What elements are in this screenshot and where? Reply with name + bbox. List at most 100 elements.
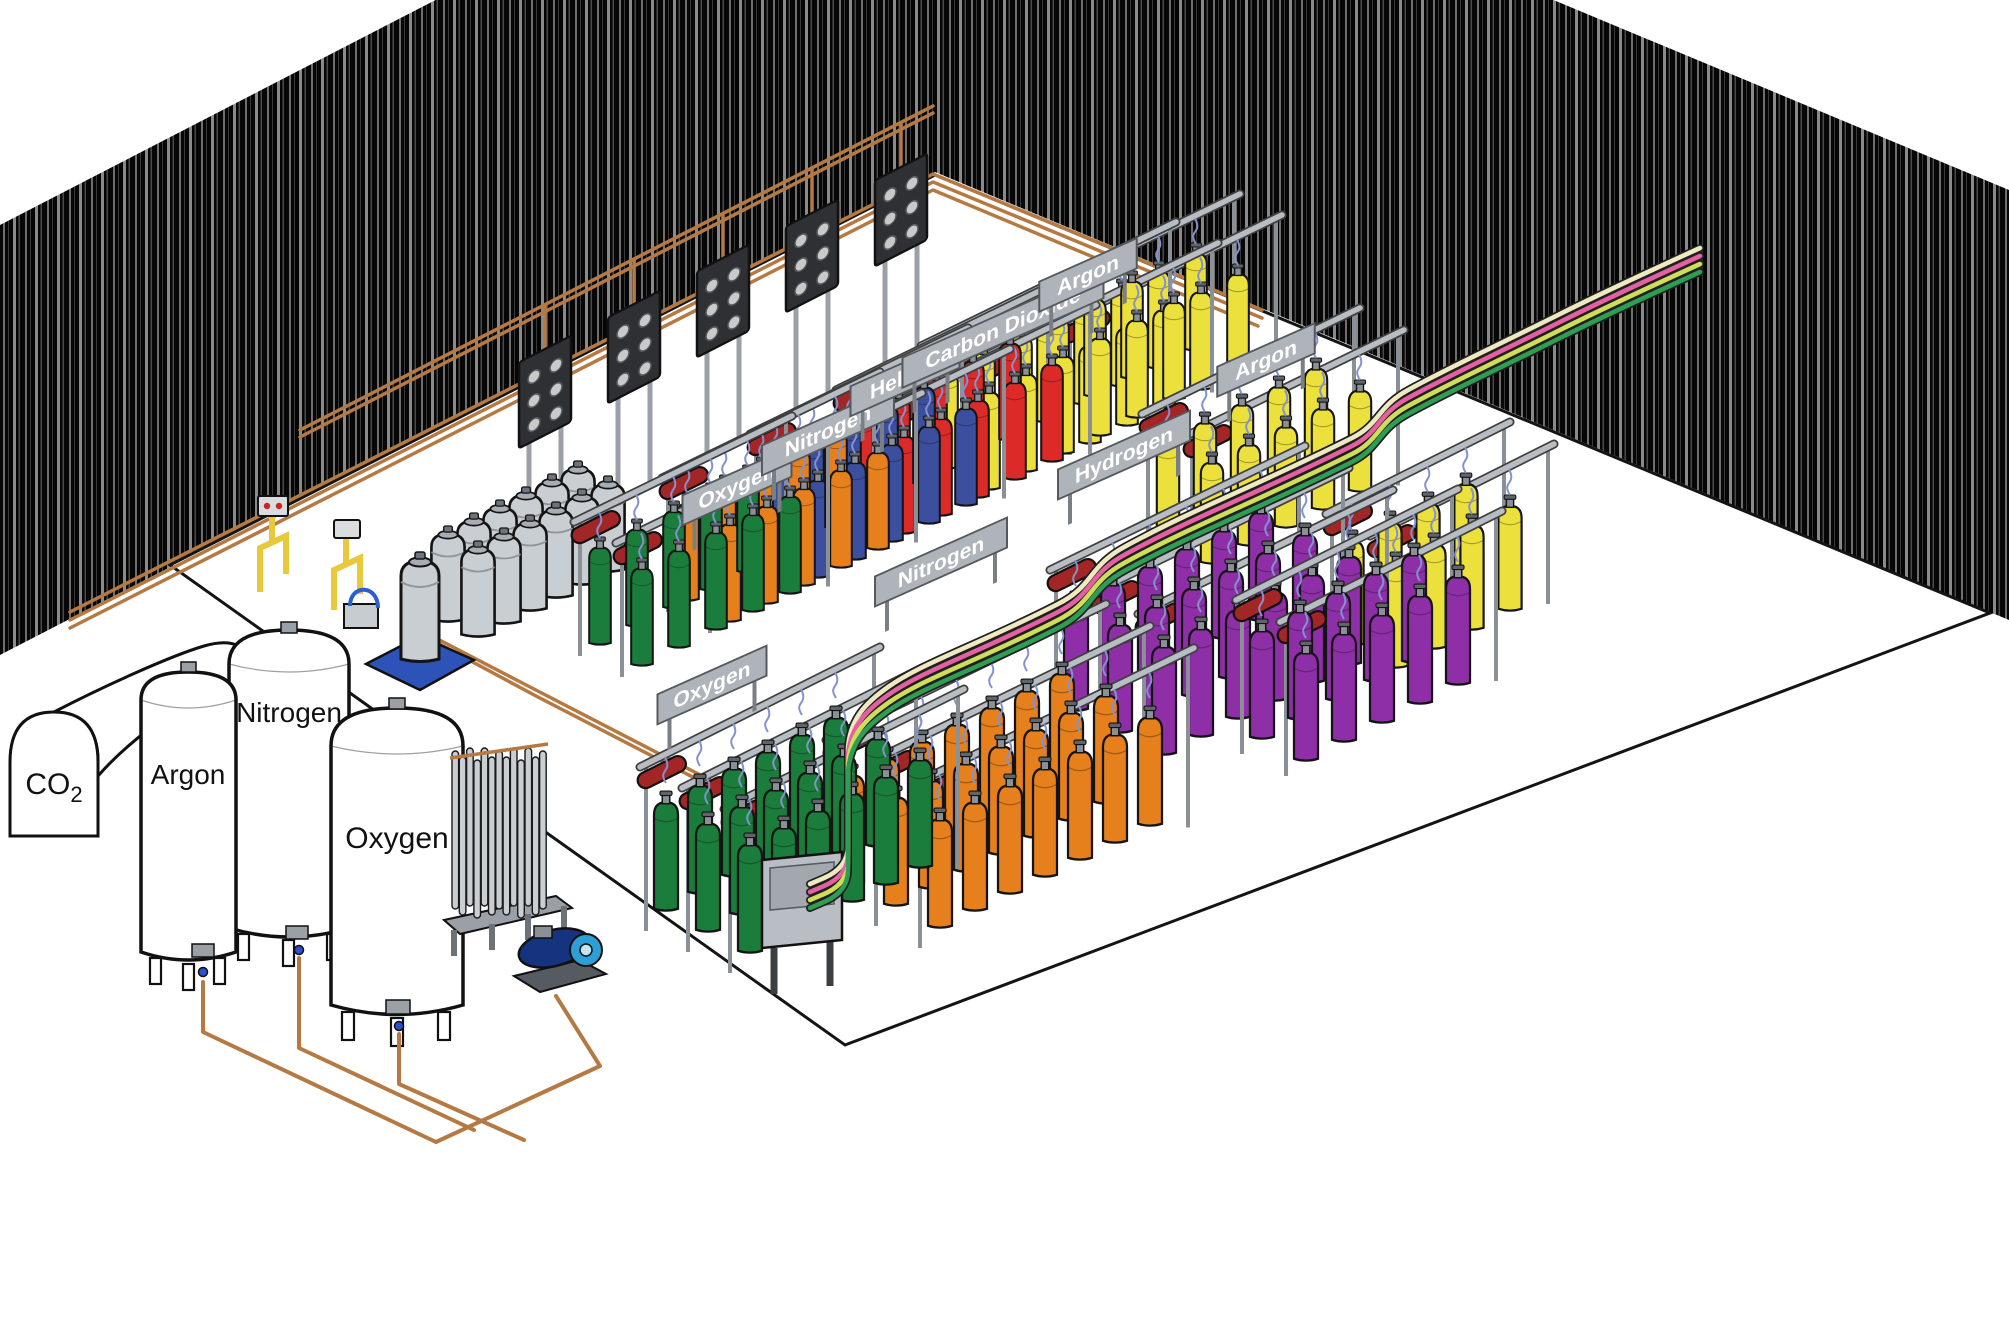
pigtail-hose bbox=[1356, 353, 1363, 381]
gas-tube bbox=[509, 747, 518, 907]
pigtail-hose bbox=[1308, 531, 1315, 559]
pigtail-hose bbox=[1197, 256, 1204, 284]
gas-cylinder bbox=[1187, 615, 1215, 738]
pigtail-hose bbox=[662, 756, 669, 784]
pigtail-hose bbox=[596, 511, 603, 539]
pigtail-hose bbox=[1264, 509, 1271, 537]
pigtail-hose bbox=[1111, 688, 1118, 716]
pigtail-hose bbox=[1506, 468, 1513, 496]
gas-tube bbox=[531, 756, 540, 916]
pigtail-hose bbox=[927, 734, 934, 762]
manifold-panel bbox=[784, 199, 840, 414]
pigtail-hose bbox=[936, 773, 943, 801]
pigtail-hose bbox=[1023, 644, 1030, 672]
gas-cylinder bbox=[630, 556, 654, 667]
manifold-header bbox=[570, 509, 621, 545]
pigtail-hose bbox=[721, 449, 728, 477]
gas-tube bbox=[473, 759, 482, 919]
pigtail-hose bbox=[988, 661, 995, 689]
argon-tank: Argon bbox=[139, 661, 238, 992]
pigtail-hose bbox=[1392, 525, 1399, 553]
nitrogen-tank-label: Nitrogen bbox=[236, 697, 342, 728]
pigtail-hose bbox=[1116, 581, 1123, 609]
gas-tube bbox=[524, 747, 533, 907]
pigtail-hose bbox=[1153, 563, 1160, 591]
pigtail-hose bbox=[1076, 705, 1083, 733]
argon-tank-label: Argon bbox=[151, 759, 226, 790]
gas-tube bbox=[495, 750, 504, 910]
pigtail-hose bbox=[1190, 545, 1197, 573]
gas-cylinder bbox=[1330, 620, 1358, 743]
manifold-panel bbox=[606, 290, 662, 505]
pigtail-hose bbox=[1345, 513, 1352, 541]
manifold-header bbox=[636, 754, 687, 790]
pigtail-hose bbox=[1032, 683, 1039, 711]
pigtail-hose bbox=[962, 717, 969, 745]
pigtail-hose bbox=[1334, 551, 1341, 579]
tube-bundle-rack bbox=[441, 742, 575, 956]
gas-cylinder bbox=[778, 484, 802, 595]
pigtail-hose bbox=[882, 730, 889, 758]
pigtail-hose bbox=[916, 713, 923, 741]
pigtail-hose bbox=[1454, 535, 1461, 563]
oxygen-tank-label: Oxygen bbox=[345, 822, 448, 855]
gas-cylinder bbox=[1292, 639, 1320, 762]
pigtail-hose bbox=[738, 760, 745, 788]
oxygen-tank: Oxygen bbox=[329, 697, 465, 1048]
pigtail-hose bbox=[1468, 487, 1475, 515]
pigtail-hose bbox=[1011, 346, 1018, 374]
pigtail-hose bbox=[1282, 389, 1289, 417]
gas-cylinder bbox=[829, 458, 853, 569]
pigtail-hose bbox=[892, 751, 899, 779]
gas-cylinder bbox=[741, 502, 765, 613]
pigtail-hose bbox=[1372, 532, 1379, 560]
pigtail-hose bbox=[1170, 266, 1177, 294]
pigtail-hose bbox=[806, 726, 813, 754]
pigtail-hose bbox=[832, 671, 839, 699]
pigtail-hose bbox=[1430, 506, 1437, 534]
pigtail-hose bbox=[730, 722, 737, 750]
gas-cylinder bbox=[1406, 582, 1434, 705]
gas-cylinder bbox=[872, 763, 900, 887]
gas-cylinder bbox=[704, 520, 728, 631]
pigtail-hose bbox=[1301, 491, 1308, 519]
dewar-pallet bbox=[363, 550, 477, 692]
gas-cylinder bbox=[1189, 280, 1213, 391]
pigtail-hose bbox=[1234, 238, 1241, 266]
gas-cylinder bbox=[1066, 738, 1094, 862]
pigtail-hose bbox=[1271, 549, 1278, 577]
pigtail-hose bbox=[1160, 603, 1167, 631]
manifold-panel bbox=[695, 244, 751, 459]
pigtail-hose bbox=[675, 514, 682, 542]
pigtail-hose bbox=[925, 390, 932, 418]
gas-cylinder bbox=[667, 538, 691, 649]
gas-tube bbox=[516, 759, 525, 919]
pigtail-hose bbox=[1096, 302, 1103, 330]
pigtail-hose bbox=[1340, 592, 1347, 620]
gas-cylinder bbox=[694, 810, 722, 934]
gas-cylinder bbox=[1003, 370, 1027, 481]
gas-tube bbox=[487, 756, 496, 916]
dewar bbox=[399, 550, 441, 664]
pump bbox=[511, 925, 609, 994]
pigtail-hose bbox=[1041, 722, 1048, 750]
pigtail-hose bbox=[772, 743, 779, 771]
gas-cylinder bbox=[1368, 601, 1396, 724]
tank-piping bbox=[197, 944, 602, 1144]
pigtail-hose bbox=[707, 457, 714, 485]
gas-cylinder bbox=[1444, 563, 1472, 686]
gas-cylinder bbox=[1125, 308, 1149, 419]
pigtail-hose bbox=[1133, 284, 1140, 312]
pigtail-hose bbox=[1416, 554, 1423, 582]
pigtail-hose bbox=[1302, 611, 1309, 639]
gas-cylinder bbox=[652, 789, 680, 913]
pigtail-hose bbox=[1160, 274, 1167, 302]
pigtail-hose bbox=[1227, 527, 1234, 555]
pigtail-hose bbox=[1058, 627, 1065, 655]
pigtail-hose bbox=[744, 439, 751, 467]
pigtail-hose bbox=[1102, 649, 1109, 677]
pigtail-hose bbox=[1201, 385, 1208, 413]
pigtail-hose bbox=[1072, 559, 1079, 587]
